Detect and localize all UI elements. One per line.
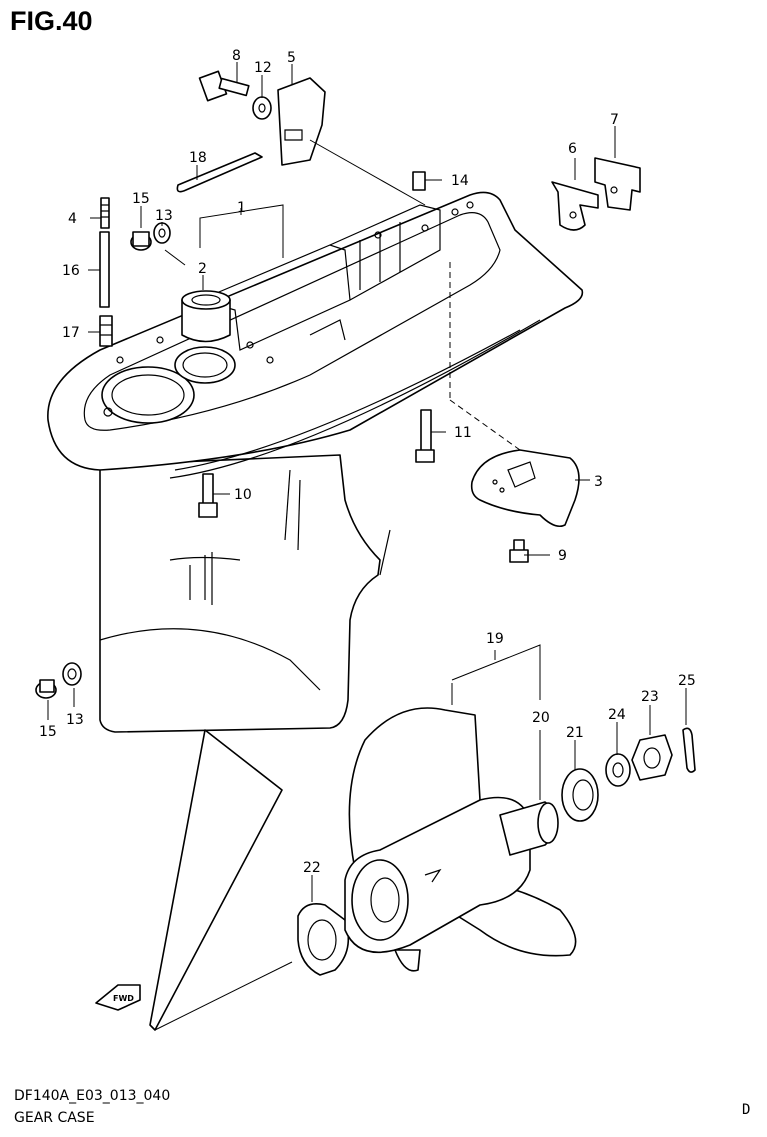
callout-15-upper: 15: [132, 191, 150, 207]
callout-1: 1: [237, 200, 246, 216]
callout-15-lower: 15: [39, 724, 57, 740]
figure-name: GEAR CASE: [14, 1110, 95, 1126]
callout-22: 22: [303, 860, 321, 876]
callout-13-lower: 13: [66, 712, 84, 728]
fwd-badge: FWD: [95, 984, 141, 1011]
callout-10: 10: [234, 487, 252, 503]
part-4-stud[interactable]: [100, 197, 110, 229]
part-18-strap[interactable]: [176, 152, 263, 193]
callout-25: 25: [678, 673, 696, 689]
callout-18: 18: [189, 150, 207, 166]
callout-23: 23: [641, 689, 659, 705]
callout-2: 2: [198, 261, 207, 277]
part-15-plug-upper[interactable]: [130, 231, 152, 251]
callout-5: 5: [287, 50, 296, 66]
figure-code: DF140A_E03_013_040: [14, 1088, 171, 1104]
callout-7: 7: [610, 112, 619, 128]
part-12-washer[interactable]: [252, 96, 272, 120]
part-14-plug[interactable]: [412, 171, 426, 191]
part-20-propeller[interactable]: [344, 707, 577, 972]
callout-19: 19: [486, 631, 504, 647]
callout-21: 21: [566, 725, 584, 741]
callout-11: 11: [454, 425, 472, 441]
part-17-fitting[interactable]: [99, 315, 113, 347]
part-24-washer[interactable]: [605, 753, 631, 787]
part-3-trim-tab[interactable]: [470, 449, 580, 528]
callout-13-upper: 13: [155, 208, 173, 224]
callout-12: 12: [254, 60, 272, 76]
callout-14: 14: [451, 173, 469, 189]
part-2-bushing[interactable]: [181, 290, 231, 343]
callout-9: 9: [558, 548, 567, 564]
part-25-cotter-pin[interactable]: [682, 727, 696, 773]
callout-16: 16: [62, 263, 80, 279]
gear-case-body[interactable]: [47, 191, 584, 1031]
callout-labels: 1 2 3 4 5 6 7 8 9 10 11 12 13 13 14 15 1…: [39, 48, 696, 876]
callout-3: 3: [594, 474, 603, 490]
part-23-nut[interactable]: [631, 734, 673, 781]
part-5-cover[interactable]: [277, 77, 326, 166]
svg-text:FWD: FWD: [113, 994, 134, 1003]
part-8-bolt[interactable]: [198, 70, 250, 102]
callout-24: 24: [608, 707, 626, 723]
part-15-plug-lower[interactable]: [35, 679, 57, 699]
leader-lines: [47, 62, 687, 1031]
callout-8: 8: [232, 48, 241, 64]
callout-6: 6: [568, 141, 577, 157]
callout-17: 17: [62, 325, 80, 341]
part-7-bracket[interactable]: [594, 157, 641, 211]
part-6-bracket[interactable]: [551, 181, 599, 231]
part-21-spacer[interactable]: [561, 768, 599, 822]
part-10-bolt[interactable]: [198, 473, 218, 518]
part-9-bolt[interactable]: [509, 539, 529, 563]
corner-mark: D: [742, 1102, 751, 1118]
part-13-washer-lower[interactable]: [62, 662, 82, 686]
part-22-thrust-washer[interactable]: [297, 903, 350, 976]
callout-20: 20: [532, 710, 550, 726]
part-16-rod[interactable]: [99, 231, 110, 308]
part-11-bolt[interactable]: [415, 409, 435, 463]
figure-title: FIG.40: [10, 6, 93, 36]
callout-4: 4: [68, 211, 77, 227]
